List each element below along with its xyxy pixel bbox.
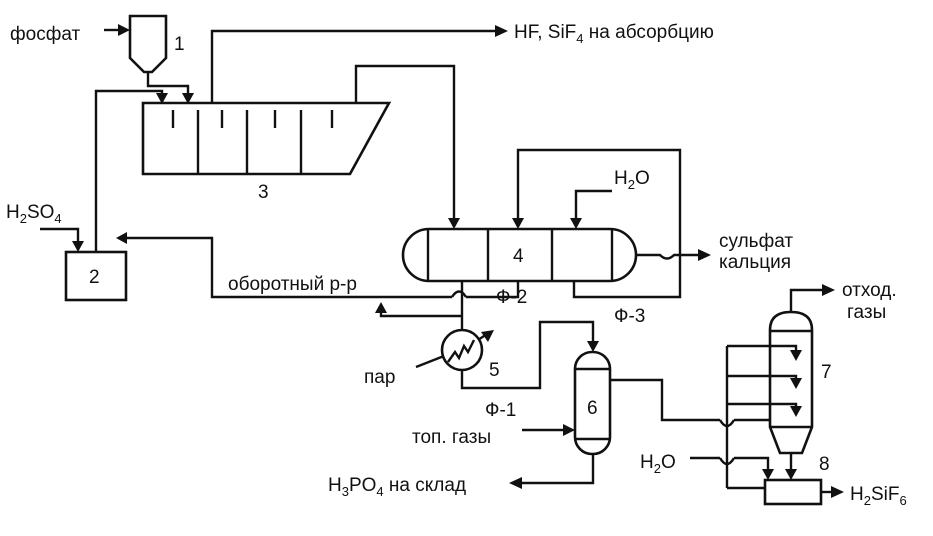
stream-calcium-sulfate-out — [636, 249, 711, 261]
reactor-3-partitions — [171, 110, 334, 174]
tank-2 — [64, 250, 128, 302]
hopper-1 — [128, 14, 168, 74]
unit-number-8: 8 — [819, 454, 830, 475]
unit-number-6: 6 — [587, 398, 598, 419]
reactor-3 — [141, 101, 392, 176]
stream-h2so4-feed — [40, 227, 84, 252]
collector-8 — [763, 478, 823, 506]
stream-h3po4-out — [509, 454, 595, 489]
label-h2o-top: H2O — [614, 168, 650, 192]
label-offgas-1: отход. — [842, 280, 897, 301]
unit-number-7: 7 — [821, 362, 832, 383]
stream-gases-to-absorption — [210, 25, 508, 103]
label-recycle-solution: оборотный р-р — [228, 274, 357, 295]
label-fuel-gases: топ. газы — [412, 427, 491, 448]
stream-condensate-out — [477, 330, 494, 342]
stream-phosphate-feed — [104, 24, 130, 36]
unit-number-3: 3 — [258, 182, 269, 203]
label-calcium-sulfate-2: кальция — [719, 252, 791, 273]
stream-reactor-to-filter — [354, 64, 460, 229]
absorber-7 — [768, 310, 814, 455]
label-calcium-sulfate-1: сульфат — [719, 231, 793, 252]
stream-h2o-to-collector — [690, 456, 774, 480]
stream-tank2-to-reactor — [94, 89, 168, 252]
stream-recycle-wash — [512, 148, 682, 299]
stream-absorber-to-collector — [785, 453, 797, 480]
label-h2sif6: H2SiF6 — [850, 484, 907, 508]
label-steam: пар — [364, 367, 395, 388]
filter-4-partitions — [426, 229, 614, 281]
unit-number-4: 4 — [513, 246, 524, 267]
label-f2: Ф-2 — [496, 287, 527, 308]
label-f3: Ф-3 — [614, 306, 645, 327]
unit-number-1: 1 — [174, 34, 185, 55]
stream-h2sif6-out — [821, 486, 844, 498]
label-h2o-bottom: H2O — [640, 452, 676, 476]
stream-f1-filtrate — [375, 281, 599, 390]
stream-hopper-to-reactor — [146, 72, 194, 104]
absorber-spray-lines — [725, 344, 802, 490]
evaporator-6-lines — [576, 367, 609, 441]
unit-number-5: 5 — [489, 360, 500, 381]
label-h3po4: H3PO4 на склад — [328, 475, 466, 499]
label-offgas-2: газы — [847, 302, 886, 323]
unit-number-2: 2 — [89, 267, 100, 288]
label-f1: Ф-1 — [485, 400, 516, 421]
stream-fuel-gases — [522, 424, 575, 436]
stream-h2o-to-filter — [570, 189, 612, 229]
label-phosphate: фосфат — [10, 24, 80, 45]
label-h2so4: H2SO4 — [6, 202, 62, 226]
stream-offgas-out — [789, 284, 835, 312]
stream-steam-in — [415, 354, 445, 369]
absorber-7-lines — [771, 329, 811, 429]
label-gases-to-absorption: HF, SiF4 на абсорбцию — [514, 22, 714, 46]
stream-recycle-solution — [116, 232, 520, 299]
heat-exchanger-5 — [440, 328, 484, 372]
